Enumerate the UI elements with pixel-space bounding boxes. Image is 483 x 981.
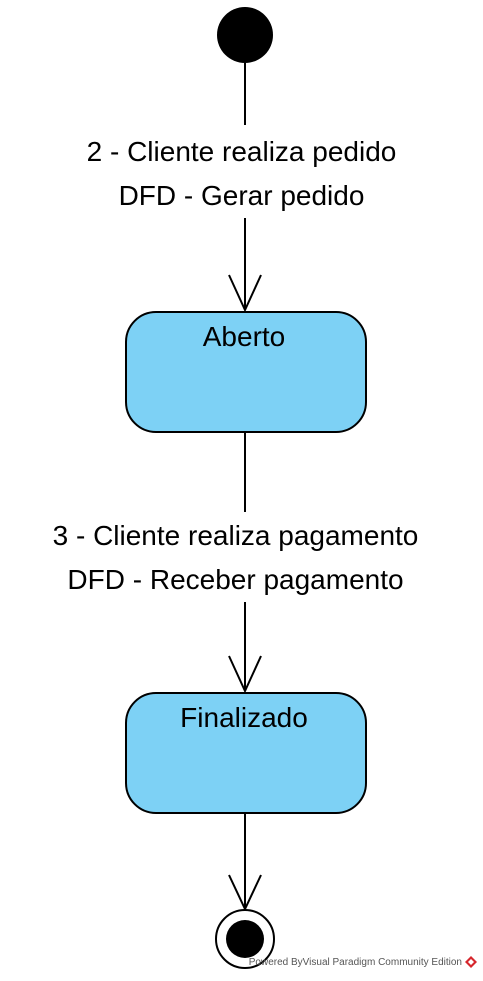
transition-1-event-label: 2 - Cliente realiza pedido [0, 135, 483, 169]
watermark-text: Powered ByVisual Paradigm Community Edi… [249, 957, 462, 968]
state-aberto-name: Aberto [124, 320, 364, 354]
final-state-inner-dot [226, 920, 264, 958]
transition-2-action-label: DFD - Receber pagamento [0, 563, 477, 597]
watermark: Powered ByVisual Paradigm Community Edi… [249, 956, 477, 968]
initial-state [217, 7, 273, 63]
transition-1-action-label: DFD - Gerar pedido [0, 179, 483, 213]
state-finalizado-name: Finalizado [124, 701, 364, 735]
transition-2-event-label: 3 - Cliente realiza pagamento [0, 519, 477, 553]
visual-paradigm-logo-icon [465, 956, 477, 968]
